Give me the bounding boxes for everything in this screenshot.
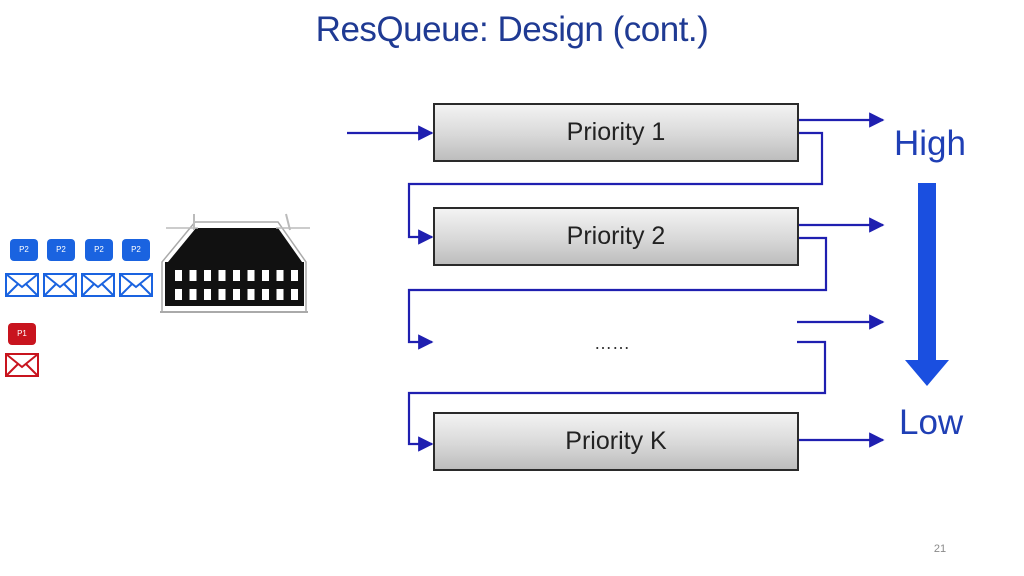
queue-box-priority-2: Priority 2 xyxy=(433,207,799,266)
queue-flow-arrows xyxy=(347,112,885,452)
building-window xyxy=(276,289,284,300)
envelope-icon xyxy=(5,273,39,297)
envelope-icon xyxy=(43,273,77,297)
level-label-high: High xyxy=(894,124,966,163)
queue-ellipsis: …… xyxy=(594,333,630,353)
envelope-icon xyxy=(81,273,115,297)
building-window xyxy=(189,289,197,300)
datacenter-building-icon xyxy=(160,213,310,313)
down-arrow-icon xyxy=(905,183,949,386)
envelope-icon xyxy=(5,353,39,377)
message-tag-p2: P2 xyxy=(10,239,38,261)
overflow-path-2-to-ellipsis xyxy=(407,236,828,350)
building-window xyxy=(276,270,284,281)
building-window xyxy=(204,289,211,300)
message-tag-p2: P2 xyxy=(122,239,150,261)
queue-box-priority-1: Priority 1 xyxy=(433,103,799,162)
building-window xyxy=(189,270,197,281)
level-label-low: Low xyxy=(899,403,964,442)
page-number: 21 xyxy=(933,543,947,555)
building-window xyxy=(204,270,211,281)
message-tag-p1: P1 xyxy=(8,323,36,345)
building-window xyxy=(218,270,226,281)
building-window xyxy=(175,289,182,300)
building-window xyxy=(262,289,269,300)
building-window xyxy=(262,270,269,281)
overflow-path-ellipsis-to-k xyxy=(407,340,827,452)
slide-title: ResQueue: Design (cont.) xyxy=(315,10,709,49)
queue-label: Priority 2 xyxy=(566,222,666,250)
queue-box-priority-k: Priority K xyxy=(433,412,799,471)
envelope-icon xyxy=(119,273,153,297)
building-window xyxy=(233,270,240,281)
building-window xyxy=(175,270,182,281)
queue-label: Priority K xyxy=(565,427,667,455)
building-window xyxy=(291,289,298,300)
queue-label: Priority 1 xyxy=(566,118,666,146)
overflow-path-1-to-2 xyxy=(407,131,824,245)
building-window xyxy=(218,289,226,300)
message-tag-p2: P2 xyxy=(47,239,75,261)
building-window xyxy=(291,270,298,281)
building-window xyxy=(233,289,240,300)
building-window xyxy=(247,289,255,300)
building-window xyxy=(247,270,255,281)
message-tag-p2: P2 xyxy=(85,239,113,261)
